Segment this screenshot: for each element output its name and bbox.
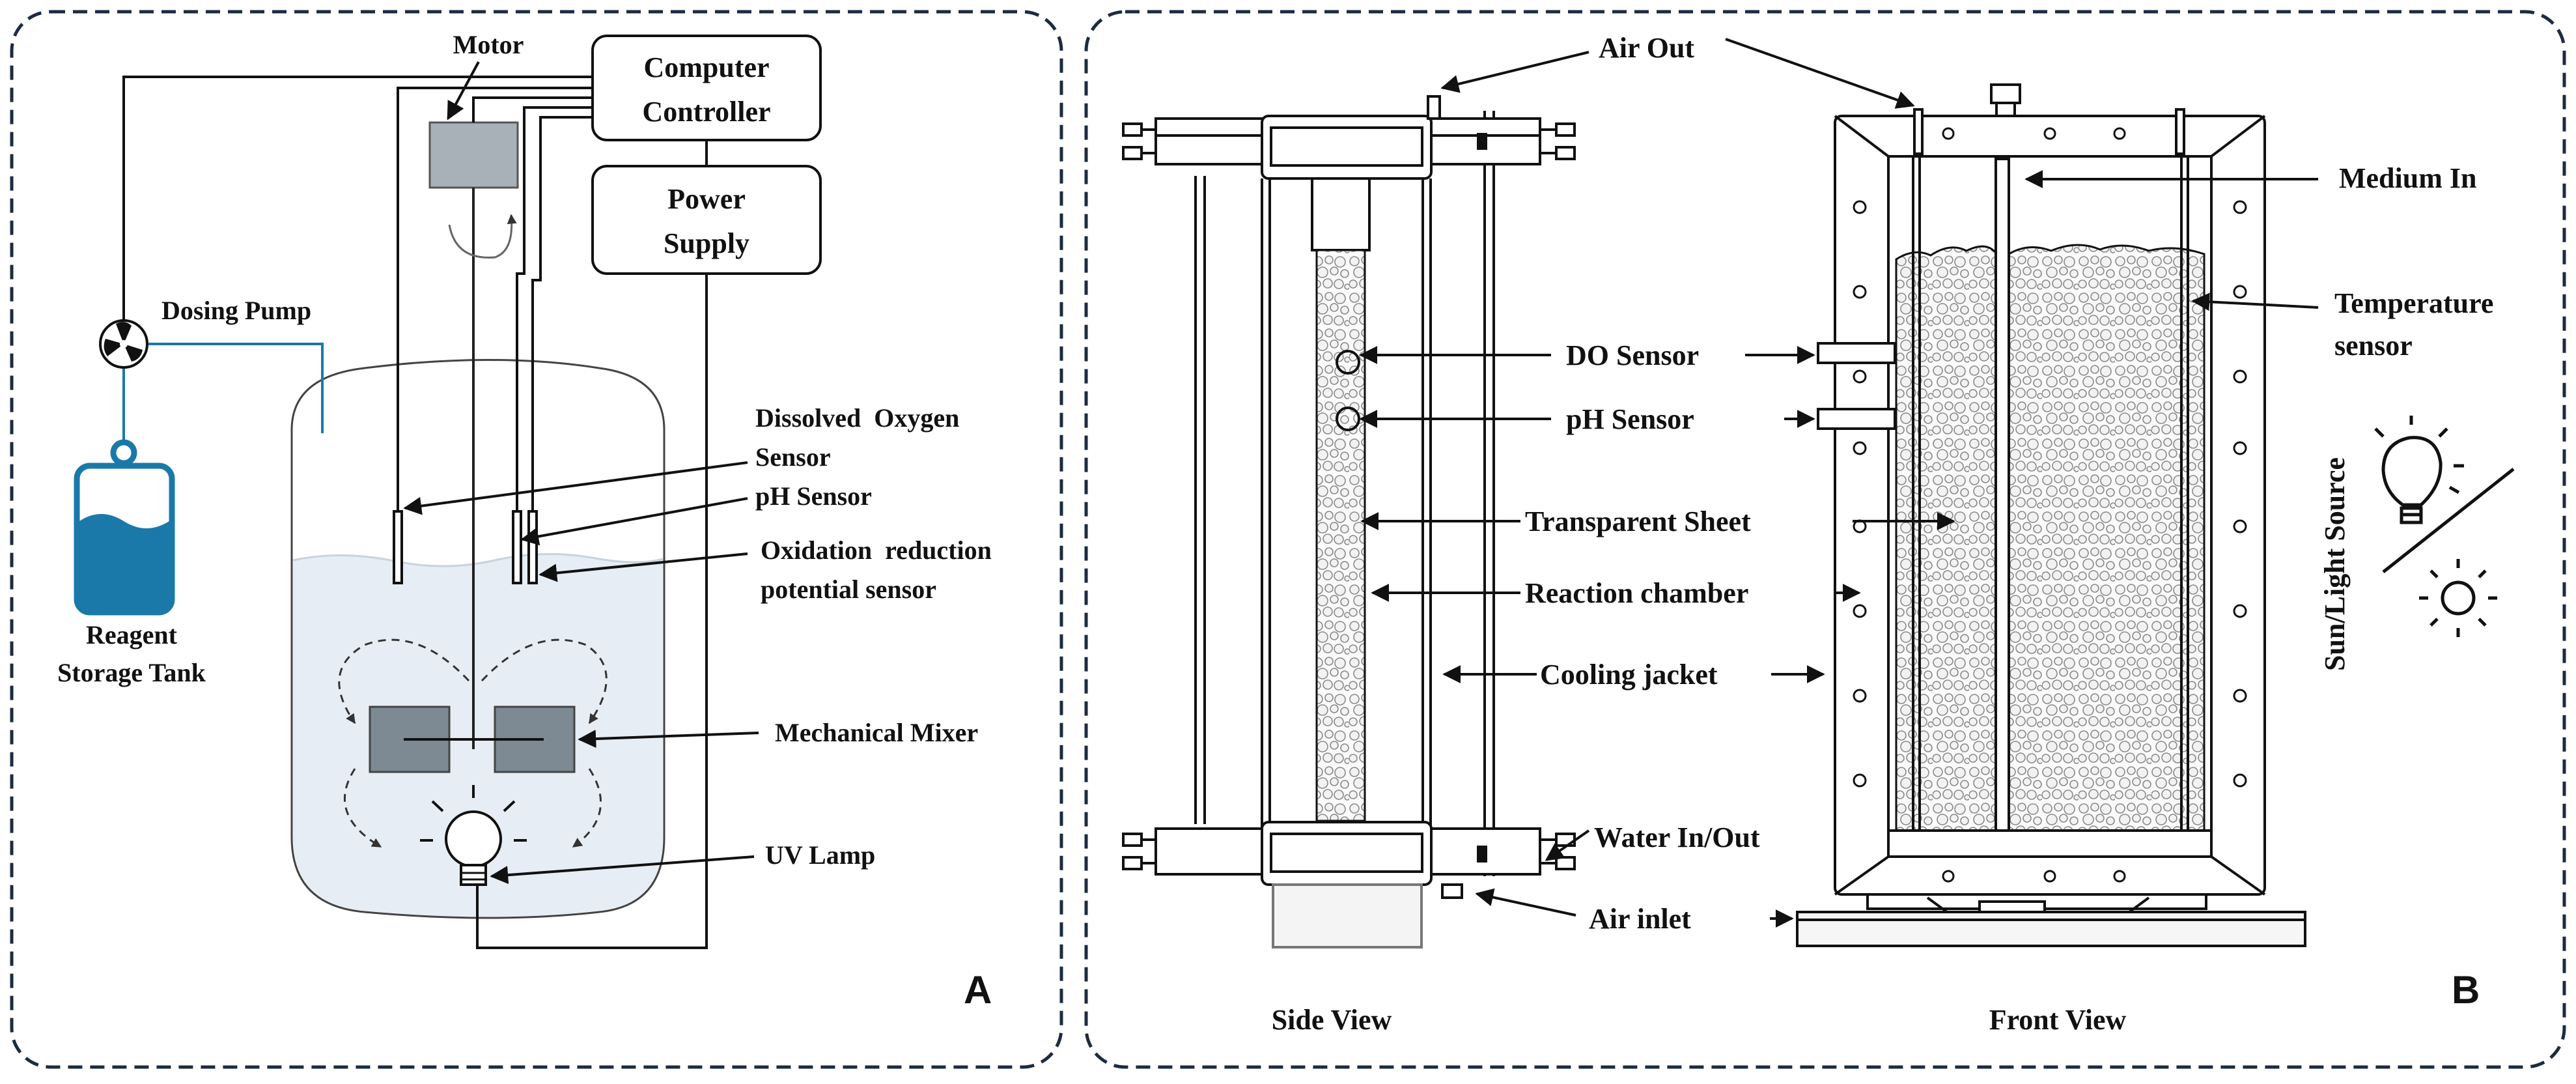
dosing-pump-label: Dosing Pump — [161, 296, 311, 325]
front-media-right — [2008, 244, 2205, 832]
panel-a: Motor Computer Controller Power Supply D… — [10, 10, 1063, 1069]
side-view-label: Side View — [1272, 1004, 1392, 1036]
panel-b: Air Out Medium In Temperature sensor DO … — [1084, 10, 2566, 1069]
control-wiring — [122, 76, 708, 949]
orp-sensor-label-1: Oxidation reduction — [761, 535, 992, 565]
side-do-sensor — [1336, 350, 1360, 375]
mechanical-mixer-label: Mechanical Mixer — [775, 718, 978, 747]
reagent-storage-tank — [74, 439, 175, 616]
panel-b-border — [1084, 10, 2566, 1069]
computer-controller-box — [591, 35, 822, 141]
reagent-tank-label-2: Storage Tank — [57, 658, 206, 687]
side-view-media-column — [1315, 249, 1366, 822]
reagent-tank-label-1: Reagent — [86, 620, 178, 649]
transparent-sheet-label: Transparent Sheet — [1525, 506, 1751, 537]
ph-sensor-probe — [512, 510, 522, 584]
motor — [428, 121, 519, 189]
panel-b-leaders — [1359, 38, 2319, 928]
liquid-volume — [293, 554, 663, 917]
do-sensor-label-1: Dissolved Oxygen — [755, 403, 959, 433]
water-in-out-label: Water In/Out — [1594, 821, 1760, 853]
ph-sensor-label-a: pH Sensor — [755, 481, 872, 511]
motor-label: Motor — [453, 30, 524, 59]
do-sensor-label-b: DO Sensor — [1566, 339, 1699, 371]
cooling-jacket-label: Cooling jacket — [1540, 659, 1718, 691]
temperature-sensor-label-1: Temperature — [2334, 287, 2493, 319]
power-supply-label-1: Power — [667, 183, 746, 215]
computer-controller-label-1: Computer — [643, 51, 769, 83]
front-ph-sensor-port — [1817, 408, 1896, 430]
do-sensor-label-2: Sensor — [755, 442, 831, 472]
orp-sensor-probe — [527, 510, 538, 584]
front-view-label: Front View — [1989, 1004, 2127, 1036]
medium-in-label: Medium In — [2339, 162, 2476, 194]
do-sensor-probe — [393, 510, 403, 584]
reaction-chamber-label: Reaction chamber — [1525, 577, 1748, 609]
panel-b-letter: B — [2452, 968, 2480, 1012]
power-supply-label-2: Supply — [664, 227, 749, 259]
air-inlet-label: Air inlet — [1589, 903, 1691, 935]
orp-sensor-label-2: potential sensor — [761, 575, 936, 604]
circulation-arrows — [338, 638, 608, 848]
light-divider-line — [2382, 468, 2515, 573]
front-divider — [1995, 158, 2010, 832]
power-supply-box — [591, 165, 822, 275]
sun-icon — [2419, 559, 2497, 637]
panel-a-leaders — [403, 61, 759, 885]
temperature-sensor-label-2: sensor — [2334, 330, 2413, 362]
uv-lamp-label: UV Lamp — [765, 840, 875, 870]
liquid-surface — [292, 552, 664, 567]
front-bolt-holes — [1853, 127, 2247, 883]
light-bulb-icon — [2374, 416, 2464, 524]
panel-a-border — [10, 10, 1063, 1069]
dosing-pump — [99, 319, 324, 443]
front-stand — [1796, 893, 2306, 947]
panel-a-letter: A — [964, 968, 992, 1012]
rotation-arrow — [448, 214, 517, 259]
ph-sensor-label-b: pH Sensor — [1566, 403, 1694, 435]
computer-controller-label-2: Controller — [642, 96, 770, 128]
front-do-sensor-port — [1817, 342, 1896, 364]
side-view-reactor — [1122, 95, 1576, 948]
air-out-label: Air Out — [1599, 32, 1694, 64]
side-ph-sensor — [1336, 406, 1360, 431]
front-media-left — [1895, 245, 1997, 832]
uv-lamp — [420, 785, 527, 886]
light-source-label: Sun/Light Source — [2319, 457, 2351, 671]
